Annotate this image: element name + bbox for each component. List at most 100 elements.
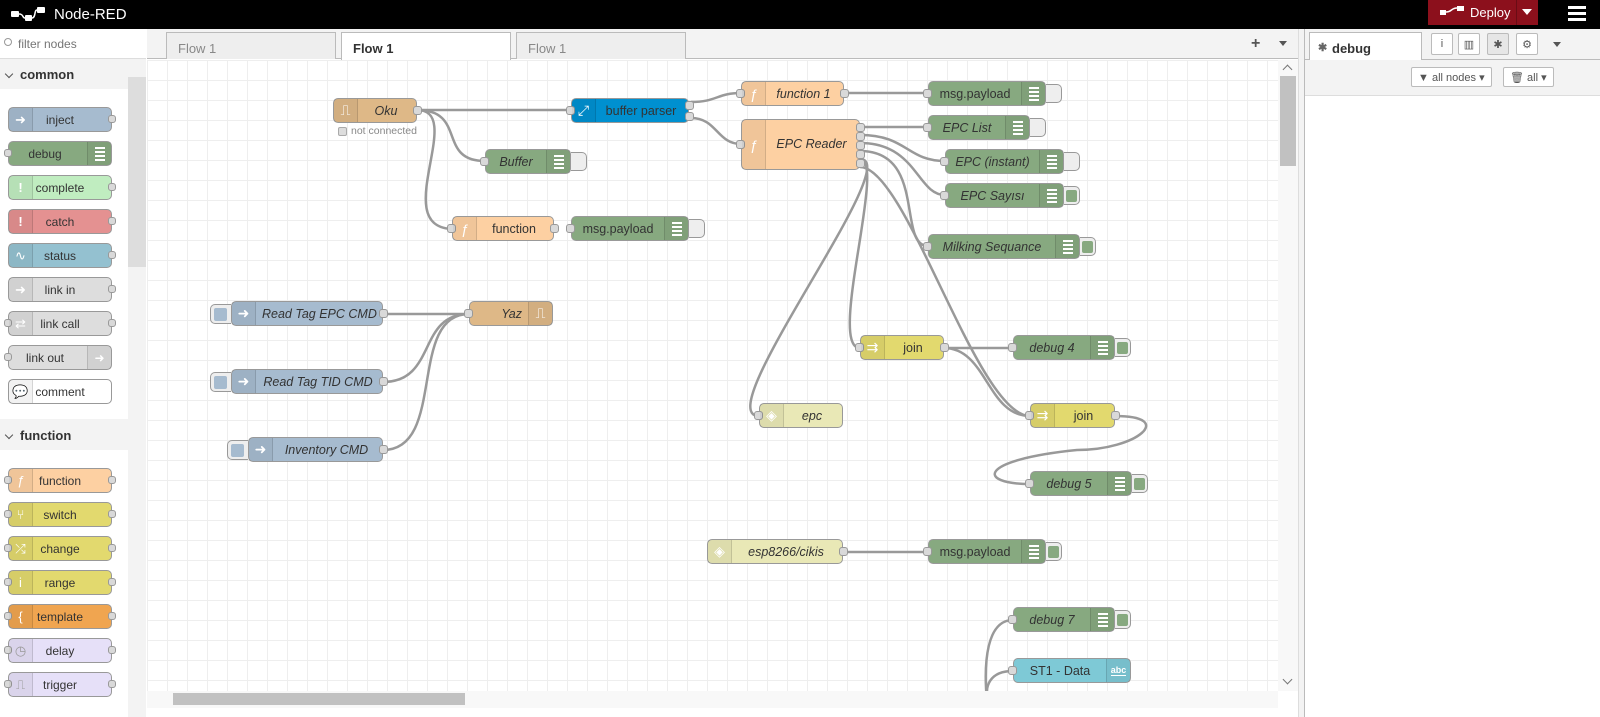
palette-node-link-call[interactable]: ⇄link call	[4, 311, 116, 336]
palette-category-function[interactable]: function	[0, 421, 128, 449]
inject-button[interactable]	[227, 440, 248, 460]
scroll-up-icon[interactable]	[1282, 64, 1293, 75]
bug-icon[interactable]: ✱	[1487, 33, 1509, 55]
palette-scrollbar[interactable]	[128, 59, 146, 717]
debug-toggle-button[interactable]	[1046, 84, 1062, 103]
deploy-button[interactable]: Deploy	[1428, 0, 1538, 25]
inject-button[interactable]	[210, 372, 231, 392]
vertical-scrollbar-thumb[interactable]	[1280, 76, 1296, 166]
node-debug-7[interactable]: debug 7	[1008, 607, 1131, 632]
node-inject-read-tag-epc[interactable]: ➜ Read Tag EPC CMD	[210, 301, 388, 326]
node-debug-msg-payload[interactable]: msg.payload	[566, 216, 705, 241]
node-label: ST1 - Data	[1029, 664, 1091, 678]
canvas-vertical-scrollbar[interactable]	[1278, 60, 1298, 691]
node-text-output-st1-data[interactable]: ST1 - Data abc	[1008, 658, 1131, 683]
node-debug-buffer[interactable]: Buffer	[480, 149, 587, 174]
join-icon: ⇉	[1031, 404, 1055, 427]
arrow-right-icon: ➜	[232, 370, 256, 393]
node-debug-msg-payload[interactable]: msg.payload	[923, 81, 1062, 106]
node-debug-epc-sayisi[interactable]: EPC Sayısı	[940, 183, 1080, 208]
inject-button[interactable]	[210, 304, 231, 324]
scroll-down-icon[interactable]	[1282, 674, 1293, 685]
palette-category-common[interactable]: common	[0, 60, 128, 88]
palette-node-link-out[interactable]: link out➜	[4, 345, 112, 370]
palette-node-trigger[interactable]: ⎍trigger	[4, 672, 116, 697]
palette-node-debug[interactable]: debug	[4, 141, 112, 166]
debug-toggle-button[interactable]	[1030, 118, 1046, 137]
debug-toggle-button[interactable]	[1115, 338, 1131, 357]
palette-node-template[interactable]: {template	[4, 604, 116, 629]
node-debug-milking-sequance[interactable]: Milking Sequance	[923, 234, 1096, 259]
tab-flow-1-active[interactable]: Flow 1	[341, 32, 511, 60]
node-debug-4[interactable]: debug 4	[1008, 335, 1131, 360]
tab-flow-1[interactable]: Flow 1	[166, 32, 336, 59]
canvas-horizontal-scrollbar[interactable]	[147, 691, 1278, 708]
info-icon[interactable]: i	[1431, 33, 1453, 55]
text-badge-icon: abc	[1106, 659, 1130, 682]
tab-list-caret-icon[interactable]	[1279, 41, 1287, 46]
palette-node-label: delay	[45, 643, 75, 658]
node-function-1[interactable]: ƒ function 1	[736, 81, 849, 106]
main-menu-icon[interactable]	[1568, 6, 1586, 22]
debug-toggle-button[interactable]	[1115, 610, 1131, 629]
palette-filter-input[interactable]	[16, 36, 136, 52]
palette-node-comment[interactable]: 💬comment	[8, 379, 112, 404]
list-icon	[1055, 235, 1079, 258]
palette-node-delay[interactable]: ◷delay	[4, 638, 116, 663]
debug-toggle-button[interactable]	[1046, 542, 1062, 561]
add-tab-icon[interactable]: +	[1251, 35, 1261, 52]
node-label: EPC (instant)	[955, 155, 1030, 169]
search-icon	[4, 38, 12, 46]
node-debug-epc-list[interactable]: EPC List	[923, 115, 1046, 140]
node-join[interactable]: ⇉ join	[855, 335, 949, 360]
debug-toggle-button[interactable]	[1132, 474, 1148, 493]
node-debug-5[interactable]: debug 5	[1025, 471, 1148, 496]
palette-scrollbar-thumb[interactable]	[128, 77, 146, 267]
debug-toggle-button[interactable]	[1064, 152, 1080, 171]
palette-node-catch[interactable]: !catch	[8, 209, 116, 234]
arrow-right-icon: ➜	[249, 438, 273, 461]
horizontal-scrollbar-thumb[interactable]	[173, 693, 465, 705]
debug-toggle-button[interactable]	[689, 219, 705, 238]
book-icon[interactable]: ▥	[1458, 33, 1480, 55]
clear-messages-button[interactable]: 🗑 all ▾	[1503, 67, 1554, 87]
palette-node-change[interactable]: ⤮change	[4, 536, 116, 561]
debug-toggle-button[interactable]	[1064, 186, 1080, 205]
node-function[interactable]: ƒ function	[447, 216, 559, 241]
node-mqtt-out-epc[interactable]: ◈ epc	[754, 403, 843, 428]
debug-toggle-button[interactable]	[1080, 237, 1096, 256]
node-inject-read-tag-tid[interactable]: ➜ Read Tag TID CMD	[210, 369, 388, 394]
sidebar-splitter[interactable]	[1298, 29, 1304, 717]
palette-node-status[interactable]: ∿status	[8, 243, 116, 268]
palette-node-inject[interactable]: ➜inject	[8, 107, 116, 132]
tab-flow-1[interactable]: Flow 1	[516, 32, 686, 59]
trash-icon: 🗑	[1510, 72, 1524, 84]
gear-icon[interactable]: ⚙	[1516, 33, 1538, 55]
sidebar-tabs: ✱ debug i ▥ ✱ ⚙	[1305, 29, 1600, 60]
palette-node-complete[interactable]: !complete	[8, 175, 116, 200]
sidebar-tab-debug[interactable]: ✱ debug	[1309, 32, 1422, 60]
filter-nodes-button[interactable]: ▼ all nodes ▾	[1411, 67, 1492, 87]
node-inject-inventory-cmd[interactable]: ➜ Inventory CMD	[227, 437, 388, 462]
palette-node-switch[interactable]: ⑂switch	[4, 502, 116, 527]
function-icon: ƒ	[742, 82, 766, 105]
deploy-menu-caret-icon[interactable]	[1522, 9, 1532, 15]
sidebar-menu-caret-icon[interactable]	[1553, 42, 1561, 47]
node-debug-epc-instant[interactable]: EPC (instant)	[940, 149, 1080, 174]
palette-node-link-in[interactable]: ➜link in	[8, 277, 116, 302]
node-join[interactable]: ⇉ join	[1025, 403, 1120, 428]
node-buffer-parser[interactable]: ⤢ buffer parser	[566, 98, 694, 123]
node-mqtt-in-esp8266-cikis[interactable]: ◈ esp8266/cikis	[707, 539, 848, 564]
app-title: Node-RED	[54, 5, 127, 23]
list-icon	[1107, 472, 1131, 495]
node-function-epc-reader[interactable]: ƒ EPC Reader	[736, 119, 865, 170]
node-serial-out-yaz[interactable]: Yaz ⎍	[464, 301, 553, 326]
bug-icon: ✱	[1318, 42, 1328, 54]
flow-canvas[interactable]: ⎍ Oku not connected ⤢ buffer parser ƒ fu…	[147, 60, 1278, 691]
node-serial-in-oku[interactable]: ⎍ Oku not connected	[333, 98, 422, 137]
node-debug-msg-payload[interactable]: msg.payload	[923, 539, 1062, 564]
debug-toggle-button[interactable]	[571, 152, 587, 171]
node-red-logo-icon	[11, 7, 45, 21]
